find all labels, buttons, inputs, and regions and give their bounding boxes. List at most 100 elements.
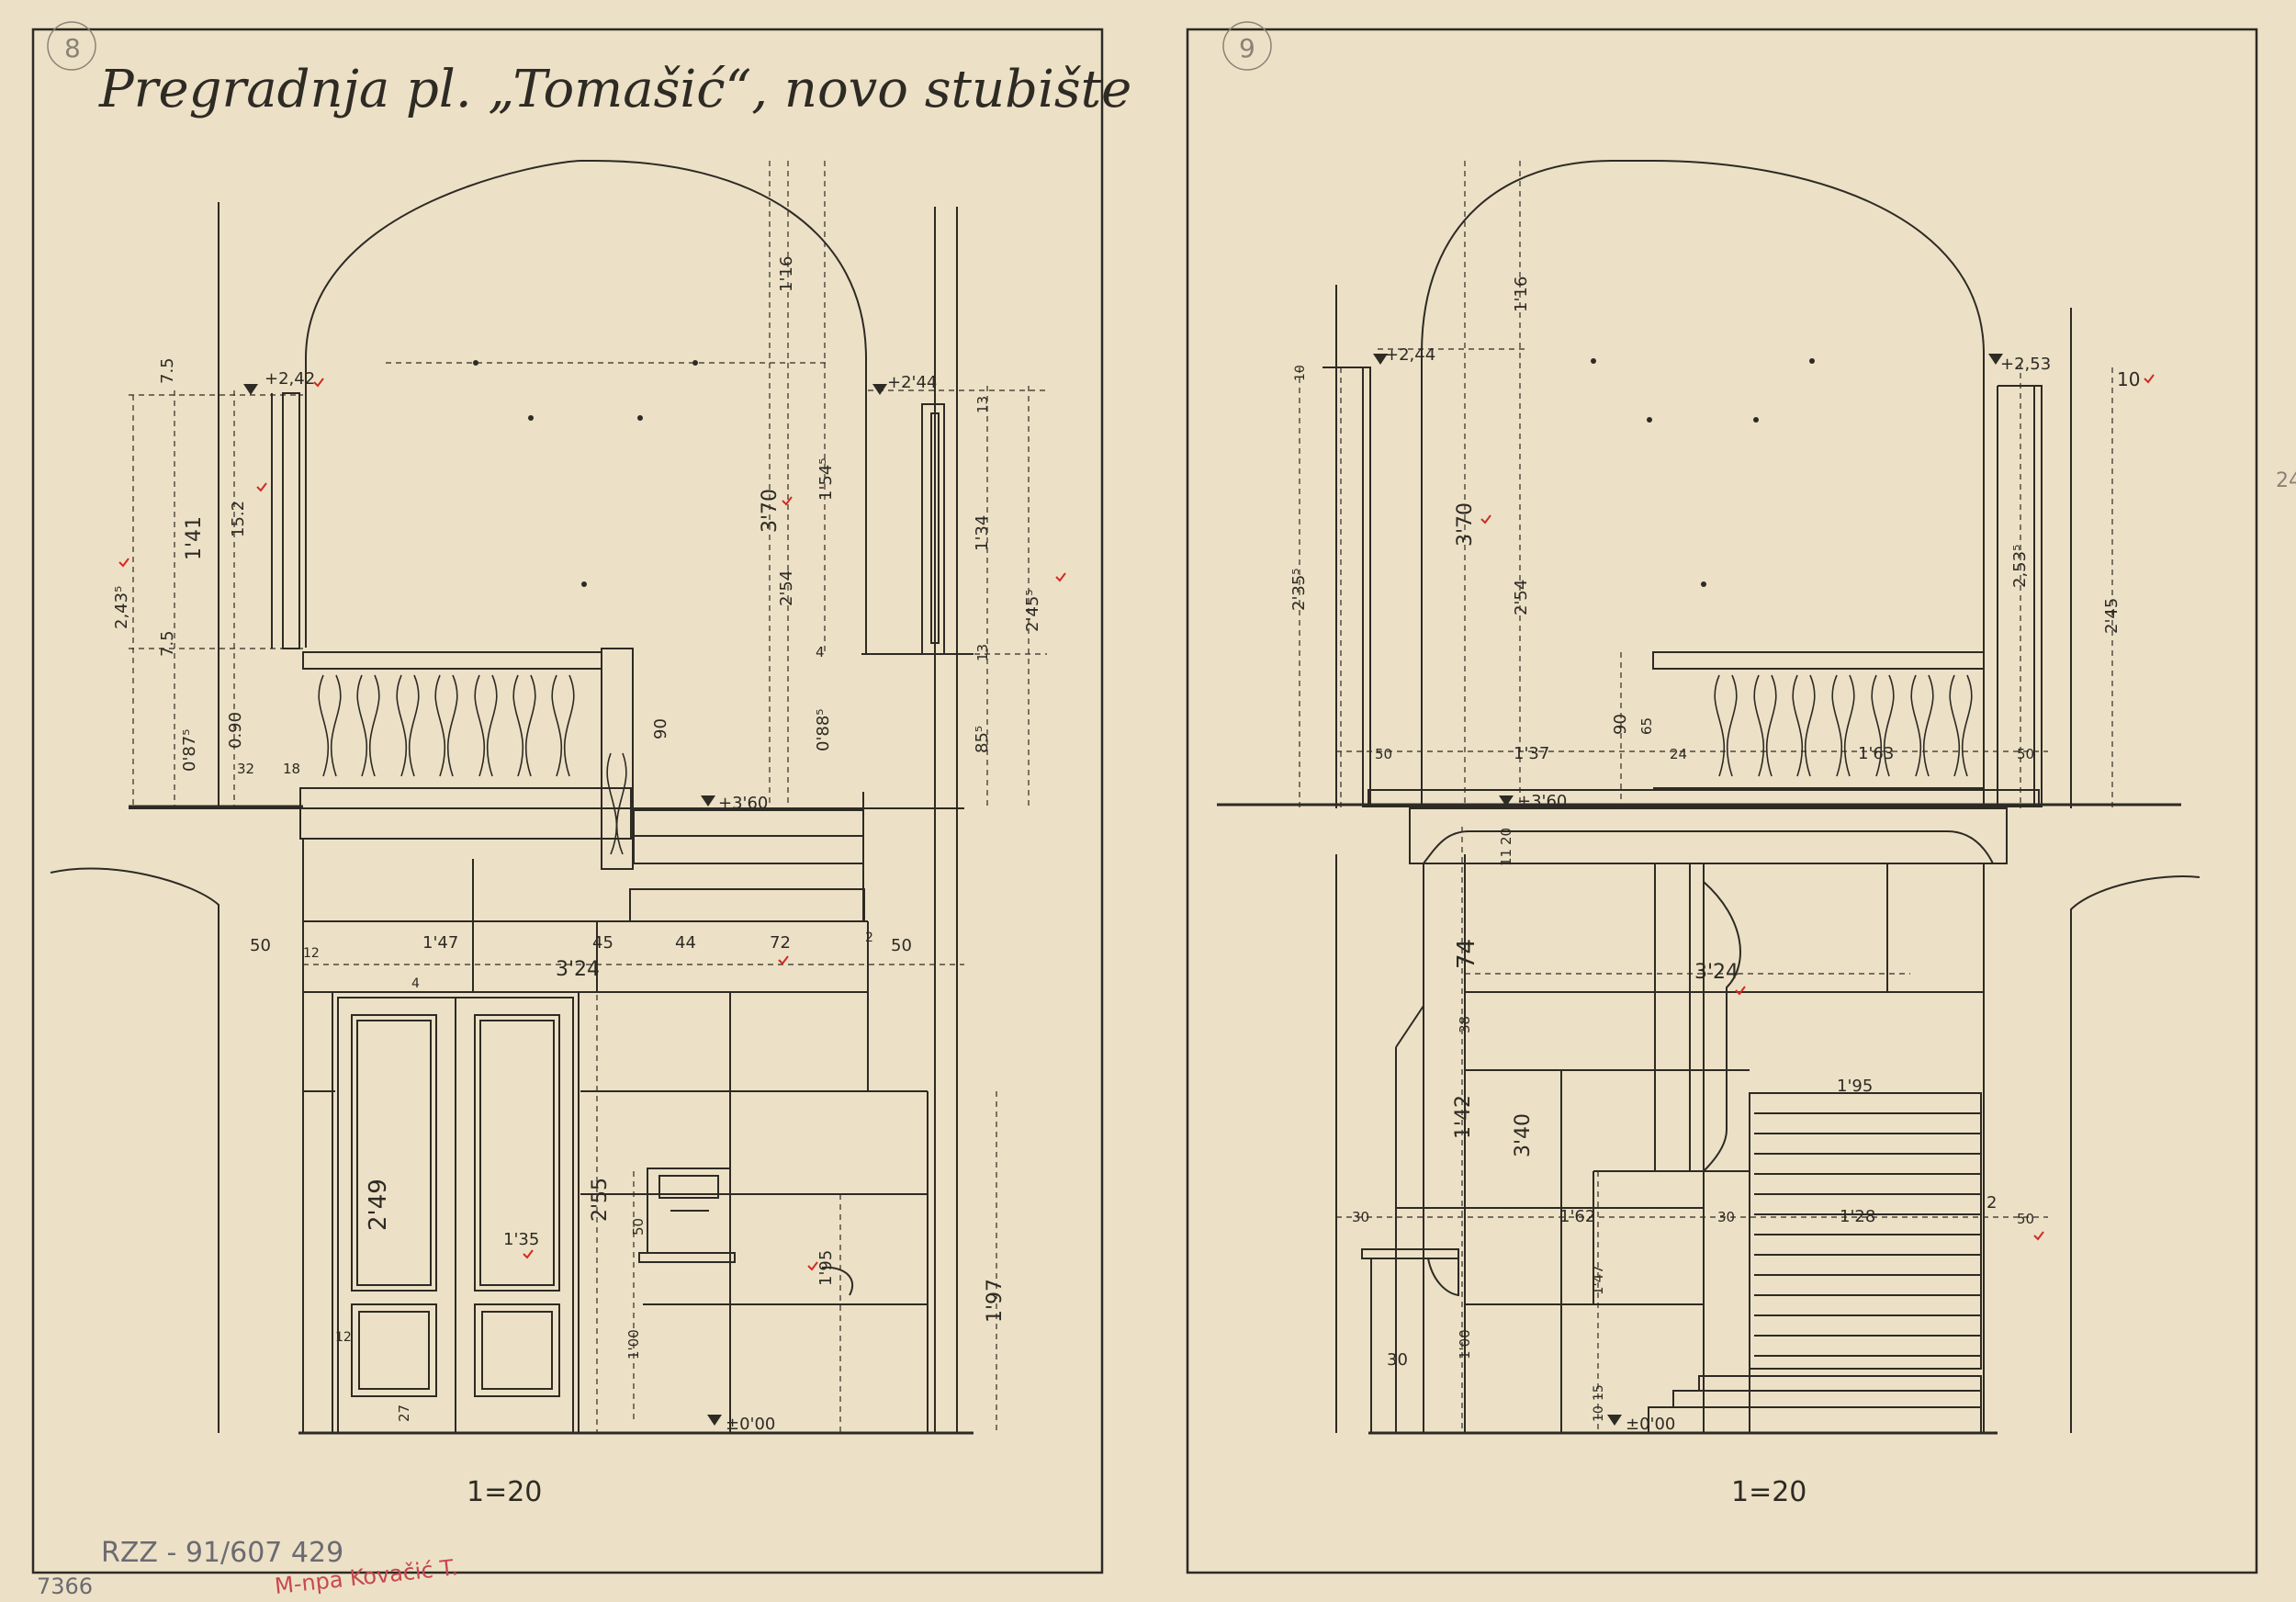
dim-label: 10: [1592, 1405, 1606, 1422]
dim-label: 0'88⁵: [814, 708, 833, 751]
dim-label: 2,43⁵: [112, 586, 131, 629]
left-level-markers: [243, 360, 887, 1426]
left-arch: [305, 160, 867, 359]
dim-label: 18: [283, 761, 300, 777]
right-scale: 1=20: [1731, 1476, 1806, 1508]
dim-label: 3'24: [1694, 961, 1739, 984]
level-floor-upper: +3'60: [718, 794, 768, 813]
drawing-title: Pregradnja pl. „Tomašić“, novo stubište: [98, 60, 1131, 119]
level-floor-ground: ±0'00: [1626, 1415, 1675, 1434]
left-labels: +2,42 +2'44 +3'60 ±0'00 1=20 1'16 3'70 2…: [112, 256, 1042, 1508]
dim-label: 38: [1457, 1016, 1473, 1033]
dim-label: 15.2: [229, 501, 248, 537]
dim-label: 1'47: [422, 933, 458, 953]
dim-label: 20: [1498, 828, 1514, 845]
level-floor-upper: +3'60: [1517, 792, 1567, 811]
dim-label: 30: [1387, 1350, 1408, 1370]
dim-label: 50: [891, 936, 912, 955]
dim-label: 0'87⁵: [180, 728, 199, 772]
right-sheet: 9: [1186, 21, 2258, 1574]
dim-label: 1'16: [1512, 276, 1531, 312]
dim-label: 90: [1611, 714, 1630, 735]
left-sheet-number: 8: [64, 33, 81, 63]
dim-label: 2,53⁵: [2010, 545, 2030, 588]
dim-label: 27: [396, 1405, 412, 1422]
left-balusters: [318, 674, 627, 855]
dim-label: 3'70: [759, 489, 782, 533]
level-floor-ground: ±0'00: [726, 1415, 775, 1434]
right-frame: [1186, 28, 2258, 1574]
dim-label: 74: [1453, 939, 1480, 969]
dim-label: 7.5: [158, 630, 177, 657]
dim-label: 1'00: [625, 1329, 642, 1359]
dim-label: 2'54: [1512, 580, 1531, 615]
dim-label: 65: [1638, 717, 1655, 735]
dim-label: 1'63: [1858, 744, 1894, 763]
right-balustrade-rail: [1652, 651, 1985, 670]
dim-label: 50: [2017, 1211, 2034, 1227]
dim-label: 4: [816, 644, 825, 660]
dim-label: 10: [1293, 365, 1308, 381]
dim-label: 2'45⁵: [1023, 589, 1042, 632]
dim-label: 2: [1986, 1193, 1997, 1213]
dim-label: 24: [1670, 746, 1687, 762]
right-level-markers: [1373, 354, 2003, 1426]
dim-label: 4: [411, 976, 420, 991]
archive-number: RZZ - 91/607 429: [101, 1537, 343, 1569]
archive-id: 7366: [37, 1574, 93, 1598]
left-scale: 1=20: [467, 1476, 542, 1508]
dim-label: 72: [770, 933, 791, 953]
dim-label: 44: [675, 933, 696, 953]
dim-label: 0.90: [226, 712, 245, 749]
dim-label: 1'95: [1837, 1077, 1873, 1096]
dim-label: 2'35⁵: [1289, 568, 1309, 611]
dim-label: 1'47: [1590, 1265, 1606, 1295]
dim-label: 2'54: [777, 570, 796, 606]
dim-label: 1'42: [1452, 1095, 1475, 1139]
right-elevation: [1217, 160, 2200, 1435]
right-sheet-number: 9: [1239, 33, 1255, 63]
dim-label: 7.5: [158, 357, 177, 384]
dim-label: 12: [335, 1330, 352, 1345]
dim-label: 3'24: [556, 958, 600, 981]
dim-label: 90: [651, 718, 670, 739]
dim-label: 50: [2017, 746, 2034, 762]
left-sheet: 8: [31, 21, 1104, 1574]
red-check-marks: [118, 374, 2155, 1271]
dim-label: 1'35: [503, 1230, 539, 1249]
dim-label: 2: [865, 931, 873, 945]
dim-label: 15: [1592, 1384, 1606, 1401]
right-arch: [1421, 160, 1985, 355]
dim-label: 50: [630, 1218, 647, 1235]
dim-label: 13: [974, 396, 991, 413]
dim-label: 3'70: [1454, 502, 1477, 547]
dim-label: 1'41: [183, 516, 206, 560]
dim-label: 2'55: [589, 1178, 612, 1222]
right-labels: +2,44 +2,53 +3'60 ±0'00 1=20 1'16 3'70 2…: [1289, 276, 2140, 1508]
dim-label: 3'40: [1512, 1113, 1535, 1157]
level-window-right: +2'44: [887, 373, 937, 392]
dim-label: 1'95: [816, 1250, 836, 1286]
dim-label: 1'62: [1559, 1207, 1595, 1226]
dim-label: 1'37: [1514, 744, 1549, 763]
dim-label: 1'54⁵: [816, 457, 836, 501]
dim-label: 50: [250, 936, 271, 955]
dim-label: 2'49: [365, 1179, 392, 1231]
dim-label: 85⁵: [973, 726, 992, 753]
dim-label: 11: [1498, 849, 1514, 866]
right-dimension-lines: [1299, 161, 2113, 1433]
dim-label: 1'00: [1457, 1329, 1473, 1359]
dim-label: 1'16: [777, 256, 796, 292]
right-balusters: [1714, 674, 1973, 777]
dim-label: 12: [303, 946, 320, 961]
dim-label: 32: [237, 761, 254, 777]
dim-label: 2'45: [2102, 598, 2122, 634]
level-window-left: +2,44: [1385, 345, 1435, 365]
dim-label: 10: [2117, 368, 2140, 390]
dim-label: 1'34: [973, 515, 992, 551]
margin-number: 24: [2276, 469, 2296, 492]
level-window-left: +2,42: [264, 369, 315, 389]
